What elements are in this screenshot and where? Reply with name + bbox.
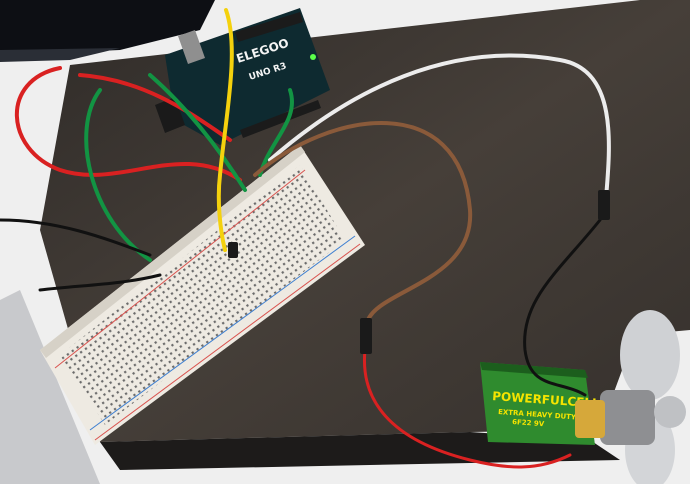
wire-green-right xyxy=(258,88,294,177)
wire-green-left xyxy=(84,88,152,262)
wire-red-top xyxy=(14,66,242,182)
wire-black-left xyxy=(0,218,152,257)
wire-white xyxy=(268,53,611,212)
motor-terminal xyxy=(575,400,605,438)
battery-voltage: 6F22 9V xyxy=(512,418,545,428)
wire-black-left-2 xyxy=(38,273,162,292)
wires xyxy=(0,8,611,469)
dc-motor xyxy=(575,310,686,484)
breadboard xyxy=(40,145,365,445)
connector-pins xyxy=(228,190,610,354)
wire-brown xyxy=(253,121,473,322)
wire-yellow xyxy=(216,8,234,252)
power-led xyxy=(310,54,316,60)
laptop-edge xyxy=(0,0,215,55)
wire-red-battery xyxy=(362,348,572,469)
battery-9v: POWERFULCELL EXTRA HEAVY DUTY 6F22 9V xyxy=(480,362,600,445)
usb-port xyxy=(178,30,205,64)
laptop-trim xyxy=(0,48,120,62)
header-bottom xyxy=(240,100,321,138)
wire-black-motor xyxy=(523,218,602,397)
header-top xyxy=(235,12,303,42)
shelf-edge xyxy=(0,290,100,484)
wire-green-mid xyxy=(148,73,247,192)
wire-red-mid xyxy=(78,73,232,142)
